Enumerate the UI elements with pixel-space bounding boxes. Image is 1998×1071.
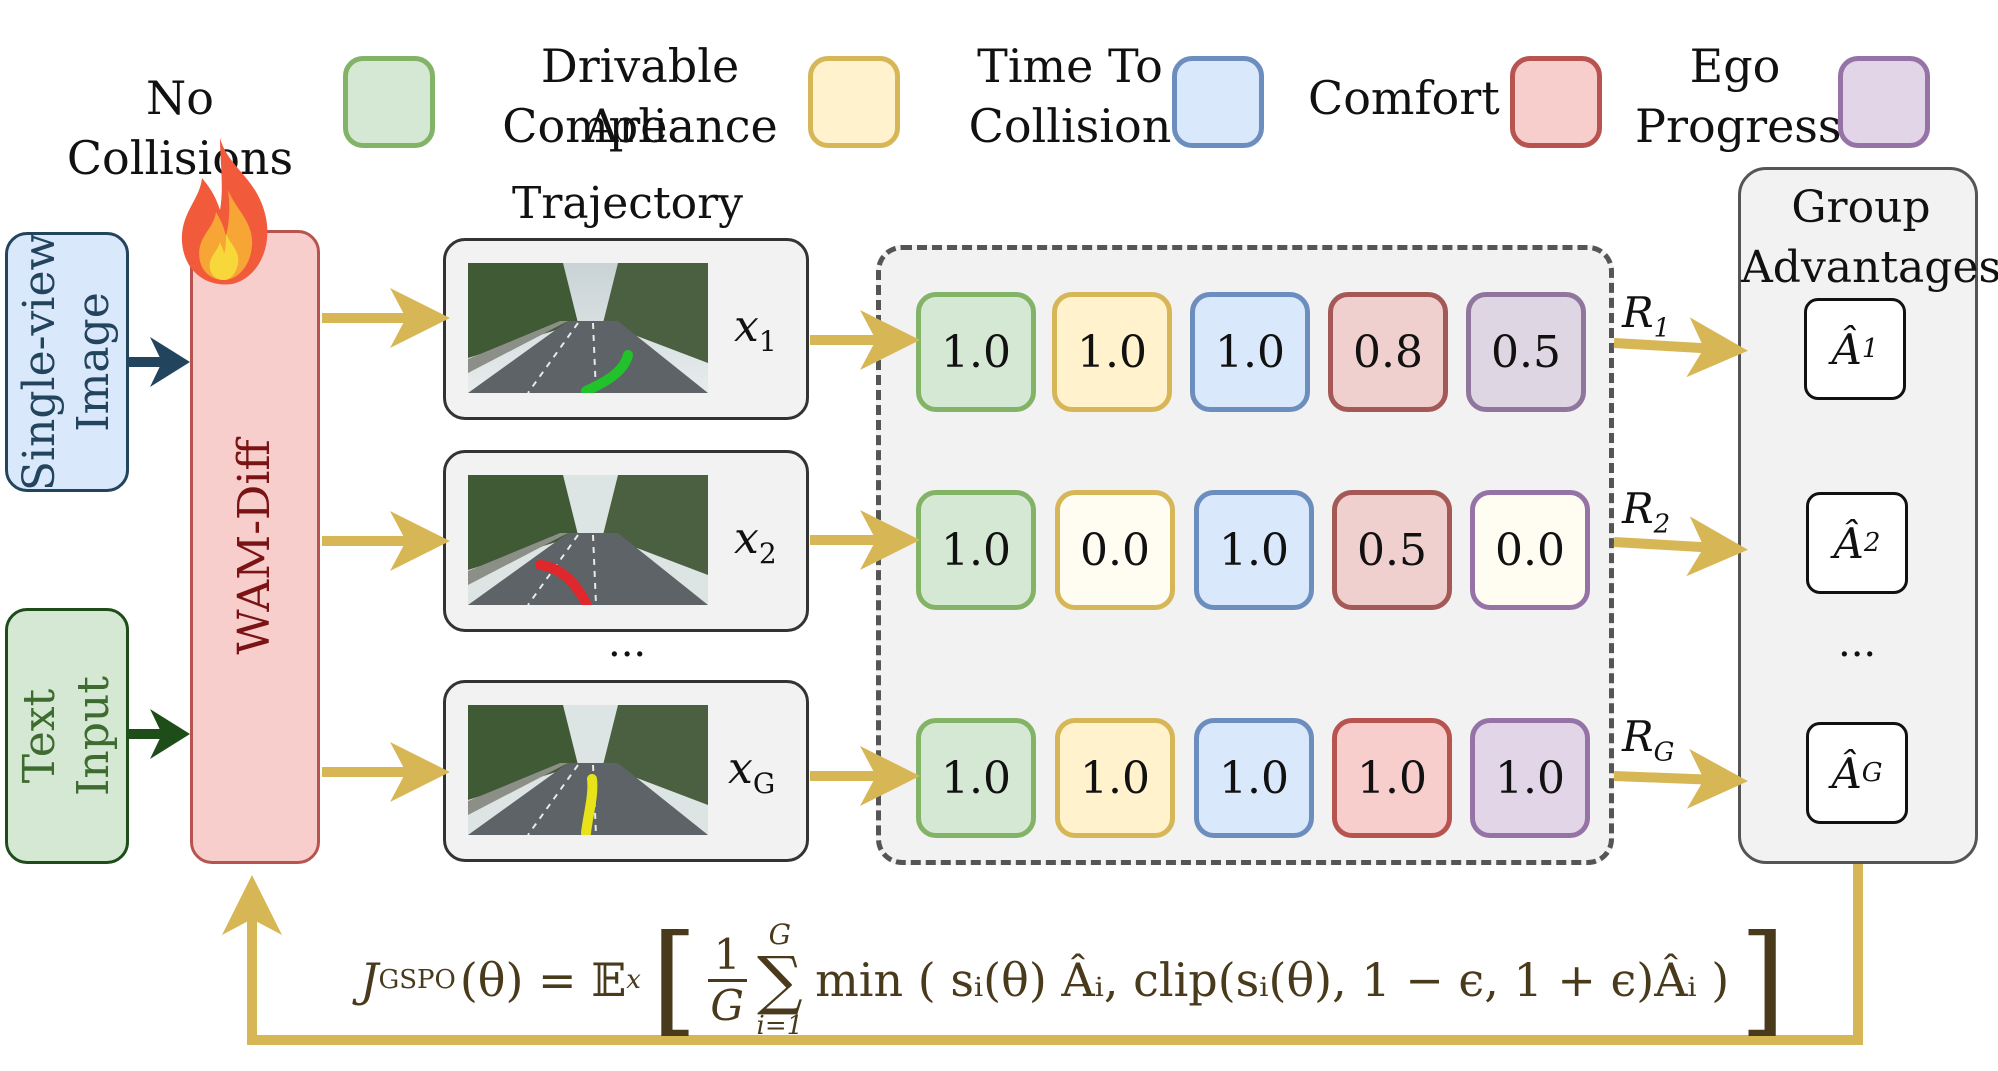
reward-label-g: RG: [1622, 712, 1674, 767]
formula-j-sub: GSPO: [378, 965, 456, 995]
legend-label-compliance: Compliance: [502, 99, 778, 153]
score-ego-progress-g: 1.0: [1470, 718, 1590, 838]
advantage-sub-1: 1: [1861, 334, 1879, 364]
score-drivable-area-1: 1.0: [1052, 292, 1172, 412]
reward-var-1: R: [1622, 288, 1654, 337]
legend-label-progress: Progress: [1635, 99, 1842, 153]
road-image-2: [468, 475, 708, 605]
text-to-model-arrow: [129, 709, 190, 759]
image-to-model-arrow: [129, 337, 190, 387]
advantage-ellipsis: ...: [1838, 620, 1877, 666]
legend-swatch-drivable-area: [808, 56, 900, 148]
trajectory-var-g: x: [728, 743, 753, 794]
formula-sum-bottom: i=1: [756, 1011, 804, 1041]
trajectory-label-2: x2: [734, 513, 777, 570]
trajectory-card-g: xG: [443, 680, 809, 862]
legend-label-drivable-area: Drivable Area: [540, 39, 740, 153]
legend-label-time-to: Time To: [977, 39, 1163, 93]
advantage-var-2: Â: [1833, 518, 1864, 568]
reward-1-arrow: [1613, 317, 1748, 378]
trajectory-card-2: x2: [443, 450, 809, 632]
formula-bracket-right: ]: [1739, 910, 1787, 1049]
advantage-sub-g: G: [1861, 758, 1883, 788]
trajectory-sub-2: 2: [758, 536, 777, 570]
formula-lhs-arg: (θ) = 𝔼: [459, 953, 627, 1007]
reward-label-2: R2: [1622, 484, 1670, 539]
fire-icon: [181, 138, 268, 285]
road-image-g: [468, 705, 708, 835]
score-ego-progress-1: 0.5: [1466, 292, 1586, 412]
formula-frac-den: G: [710, 980, 744, 1030]
legend-swatch-no-collisions: [343, 56, 435, 148]
reward-sub-1: 1: [1653, 313, 1671, 344]
formula-bracket-left: [: [650, 910, 698, 1049]
advantage-var-1: Â: [1831, 324, 1862, 374]
legend-swatch-time-to-collision: [1172, 56, 1264, 148]
score-drivable-area-2: 0.0: [1055, 490, 1175, 610]
score-comfort-2: 0.5: [1332, 490, 1452, 610]
trajectory-header: Trajectory: [512, 178, 743, 229]
trajectory-ellipsis: ...: [608, 620, 647, 666]
trajectory-card-1: x1: [443, 238, 809, 420]
trajectory-label-g: xG: [728, 743, 775, 800]
formula-frac-num: 1: [707, 930, 747, 982]
reward-var-2: R: [1622, 484, 1654, 533]
score-drivable-area-g: 1.0: [1055, 718, 1175, 838]
legend-label-collision: Collision: [968, 99, 1172, 153]
score-time-to-collision-g: 1.0: [1194, 718, 1314, 838]
reward-label-1: R1: [1622, 288, 1670, 343]
score-time-to-collision-2: 1.0: [1194, 490, 1314, 610]
trajectory-var-1: x: [734, 301, 759, 352]
formula-fraction: 1 G: [707, 930, 747, 1030]
trajectory-label-1: x1: [734, 301, 777, 358]
reward-var-g: R: [1622, 712, 1654, 761]
advantage-var-g: Â: [1831, 748, 1862, 798]
trajectory-sub-g: G: [752, 766, 776, 800]
reward-2-arrow: [1613, 516, 1748, 577]
legend-swatch-ego-progress: [1838, 56, 1930, 148]
score-ego-progress-2: 0.0: [1470, 490, 1590, 610]
text-input-box: Text Input: [5, 608, 129, 864]
formula-j: J: [360, 953, 379, 1007]
group-advantages-title-line2: Advantages: [1741, 242, 1998, 293]
reward-g-arrow: [1613, 748, 1748, 809]
legend-label-no-collisions: No Collisions: [66, 71, 294, 185]
formula-body: min ( sᵢ(θ) Âᵢ, clip(sᵢ(θ), 1 − ϵ, 1 + ϵ…: [815, 953, 1730, 1007]
single-view-image-box: Single-view Image: [5, 232, 129, 492]
formula-sum: G ∑ i=1: [756, 918, 804, 1041]
trajectory-var-2: x: [734, 513, 759, 564]
group-advantages-title-line1: Group: [1791, 182, 1931, 233]
score-time-to-collision-1: 1.0: [1190, 292, 1310, 412]
score-no-collisions-2: 1.0: [916, 490, 1036, 610]
score-comfort-g: 1.0: [1332, 718, 1452, 838]
reward-sub-2: 2: [1653, 509, 1671, 540]
legend-label-comfort: Comfort: [1308, 71, 1500, 125]
wam-diff-model-box: WAM-Diff: [190, 230, 320, 864]
reward-sub-g: G: [1653, 737, 1675, 768]
formula-sum-top: G: [768, 918, 792, 951]
legend-label-ego: Ego: [1689, 39, 1781, 93]
formula-e-sub: x: [626, 965, 641, 995]
score-comfort-1: 0.8: [1328, 292, 1448, 412]
gspo-feedback-arrow: [222, 864, 1863, 1045]
formula-sum-symbol: ∑: [757, 944, 803, 1018]
trajectory-sub-1: 1: [758, 324, 777, 358]
road-image-1: [468, 263, 708, 393]
score-no-collisions-g: 1.0: [916, 718, 1036, 838]
legend-swatch-comfort: [1510, 56, 1602, 148]
score-no-collisions-1: 1.0: [916, 292, 1036, 412]
advantage-sub-2: 2: [1863, 528, 1881, 558]
